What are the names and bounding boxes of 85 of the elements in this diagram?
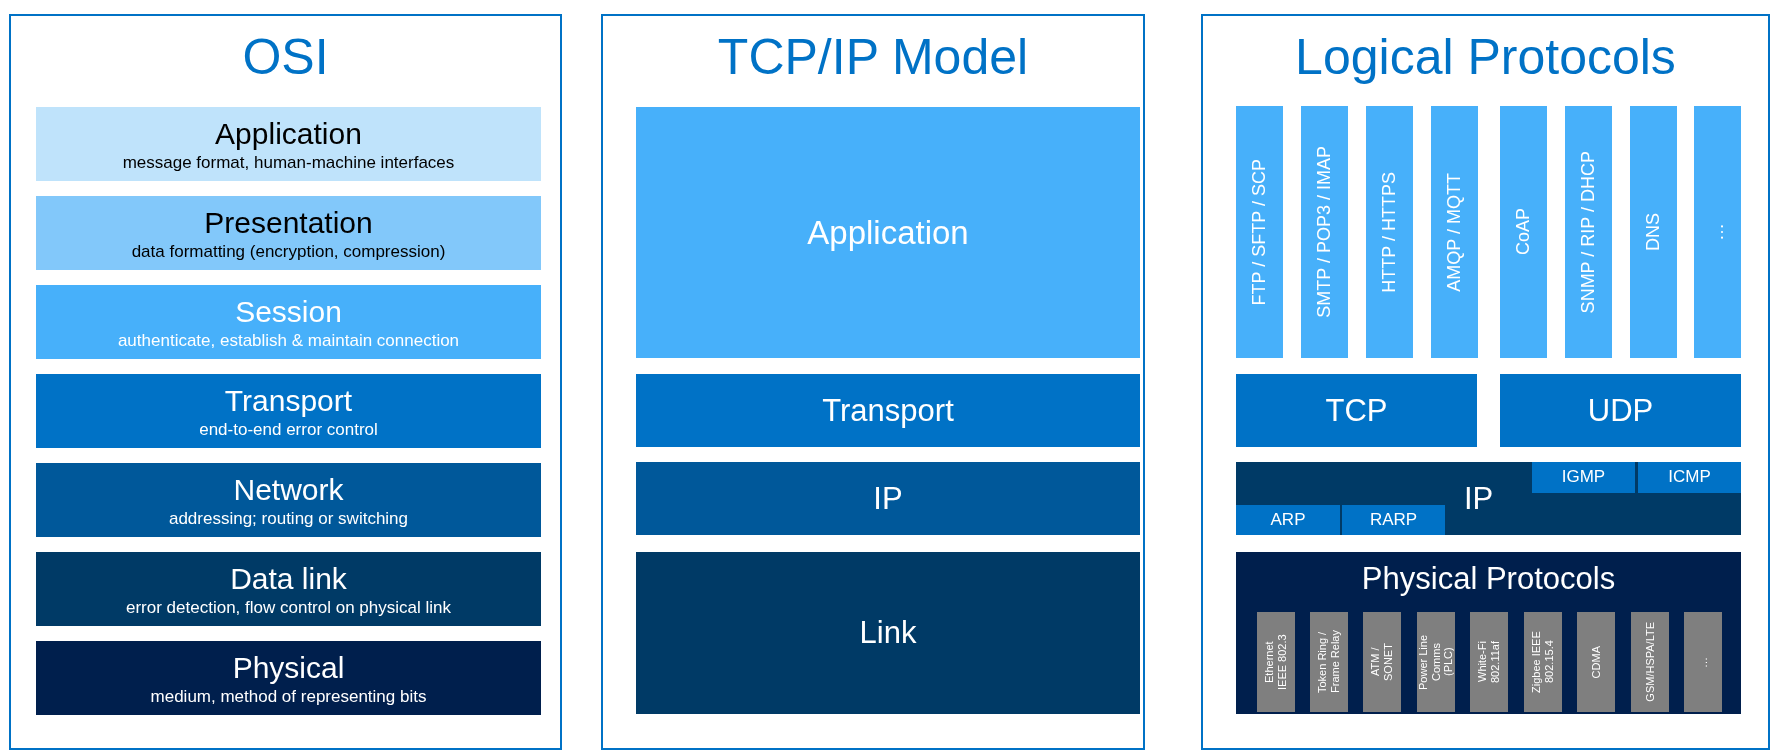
layer-box bbox=[1638, 462, 1741, 493]
protocol-name: Ethernet IEEE 802.3 bbox=[1263, 633, 1289, 692]
layer-name: ARP bbox=[1270, 509, 1306, 531]
layer-name: Transport bbox=[822, 391, 954, 430]
layer-box bbox=[36, 107, 541, 181]
layer-box bbox=[636, 462, 1140, 535]
layer-description: message format, human-machine interfaces bbox=[122, 151, 455, 173]
layer-box bbox=[36, 285, 541, 359]
layer-name: Session bbox=[235, 293, 342, 330]
protocol-bar bbox=[1577, 612, 1615, 712]
layer-box bbox=[1236, 505, 1340, 535]
layer-name: UDP bbox=[1587, 391, 1654, 430]
protocol-name: … bbox=[1707, 223, 1728, 241]
layer-name: TCP bbox=[1325, 391, 1388, 430]
panel-title: Logical Protocols bbox=[1294, 28, 1677, 87]
protocol-bar bbox=[1500, 106, 1547, 358]
band-label: Physical Protocols bbox=[1360, 560, 1617, 598]
layer-box bbox=[36, 196, 541, 270]
protocol-name: CoAP bbox=[1513, 208, 1534, 256]
protocol-name: AMQP / MQTT bbox=[1444, 172, 1465, 292]
panel-title: OSI bbox=[241, 28, 330, 87]
layer-name: Application bbox=[807, 212, 969, 253]
layer-box bbox=[1532, 462, 1635, 493]
layer-name: Transport bbox=[224, 382, 353, 419]
protocol-name: FTP / SFTP / SCP bbox=[1249, 158, 1270, 306]
layer-name: Link bbox=[859, 614, 917, 652]
protocol-bar bbox=[1257, 612, 1295, 712]
layer-name: RARP bbox=[1369, 509, 1418, 531]
layer-box bbox=[636, 374, 1140, 447]
protocol-name: … bbox=[1696, 656, 1710, 668]
layer-name: Application bbox=[215, 115, 362, 152]
protocol-bar bbox=[1565, 106, 1612, 358]
model-panel bbox=[601, 14, 1145, 750]
layer-box bbox=[36, 463, 541, 537]
protocol-band bbox=[1236, 462, 1741, 535]
protocol-name: SNMP / RIP / DHCP bbox=[1578, 150, 1599, 314]
protocol-bar bbox=[1301, 106, 1348, 358]
protocol-bar bbox=[1363, 612, 1401, 712]
layer-box bbox=[636, 107, 1140, 358]
layer-box bbox=[1342, 505, 1445, 535]
protocol-name: Zigbee IEEE 802.15.4 bbox=[1530, 630, 1556, 695]
layer-box bbox=[36, 552, 541, 626]
layer-box bbox=[1236, 374, 1477, 447]
protocol-name: CDMA bbox=[1589, 645, 1603, 679]
protocol-bar bbox=[1524, 612, 1562, 712]
layer-box bbox=[36, 641, 541, 715]
protocol-name: ATM / SONET bbox=[1369, 642, 1395, 683]
layer-name: Physical bbox=[232, 649, 345, 686]
protocol-bar bbox=[1630, 106, 1677, 358]
protocol-bar bbox=[1366, 106, 1413, 358]
protocol-name: HTTP / HTTPS bbox=[1379, 171, 1400, 293]
layer-description: medium, method of representing bits bbox=[150, 685, 427, 707]
protocol-bar bbox=[1310, 612, 1348, 712]
layer-description: end-to-end error control bbox=[199, 418, 378, 440]
protocol-bar bbox=[1470, 612, 1508, 712]
layer-description: data formatting (encryption, compression) bbox=[131, 240, 446, 262]
protocol-band bbox=[1236, 552, 1741, 714]
layer-name: Network bbox=[233, 471, 344, 508]
protocol-name: GSM/HSPA/LTE bbox=[1643, 622, 1657, 702]
protocol-bar bbox=[1631, 612, 1669, 712]
model-panel bbox=[1201, 14, 1770, 750]
layer-description: addressing; routing or switching bbox=[168, 507, 409, 529]
protocol-name: SMTP / POP3 / IMAP bbox=[1314, 146, 1335, 318]
layer-description: authenticate, establish & maintain connection bbox=[117, 329, 460, 351]
band-label: IP bbox=[1464, 480, 1494, 518]
layer-box bbox=[1500, 374, 1741, 447]
layer-box bbox=[36, 374, 541, 448]
protocol-bar bbox=[1417, 612, 1455, 712]
protocol-name: DNS bbox=[1643, 213, 1664, 251]
layer-name: IP bbox=[873, 479, 903, 518]
protocol-name: Power Line Comms (PLC) bbox=[1417, 633, 1455, 692]
panel-title: TCP/IP Model bbox=[716, 28, 1030, 87]
layer-name: Presentation bbox=[204, 204, 373, 241]
protocol-name: White-Fi 802.11af bbox=[1476, 640, 1502, 685]
layer-name: Data link bbox=[230, 560, 347, 597]
model-panel bbox=[9, 14, 562, 750]
layer-description: error detection, flow control on physical link bbox=[125, 596, 451, 618]
protocol-bar bbox=[1431, 106, 1478, 358]
protocol-bar bbox=[1694, 106, 1741, 358]
protocol-bar bbox=[1236, 106, 1283, 358]
layer-box bbox=[636, 552, 1140, 714]
protocol-bar bbox=[1684, 612, 1722, 712]
layer-name: IGMP bbox=[1561, 467, 1606, 488]
protocol-name: Token Ring / Frame Relay bbox=[1316, 629, 1342, 695]
layer-name: ICMP bbox=[1668, 467, 1711, 488]
